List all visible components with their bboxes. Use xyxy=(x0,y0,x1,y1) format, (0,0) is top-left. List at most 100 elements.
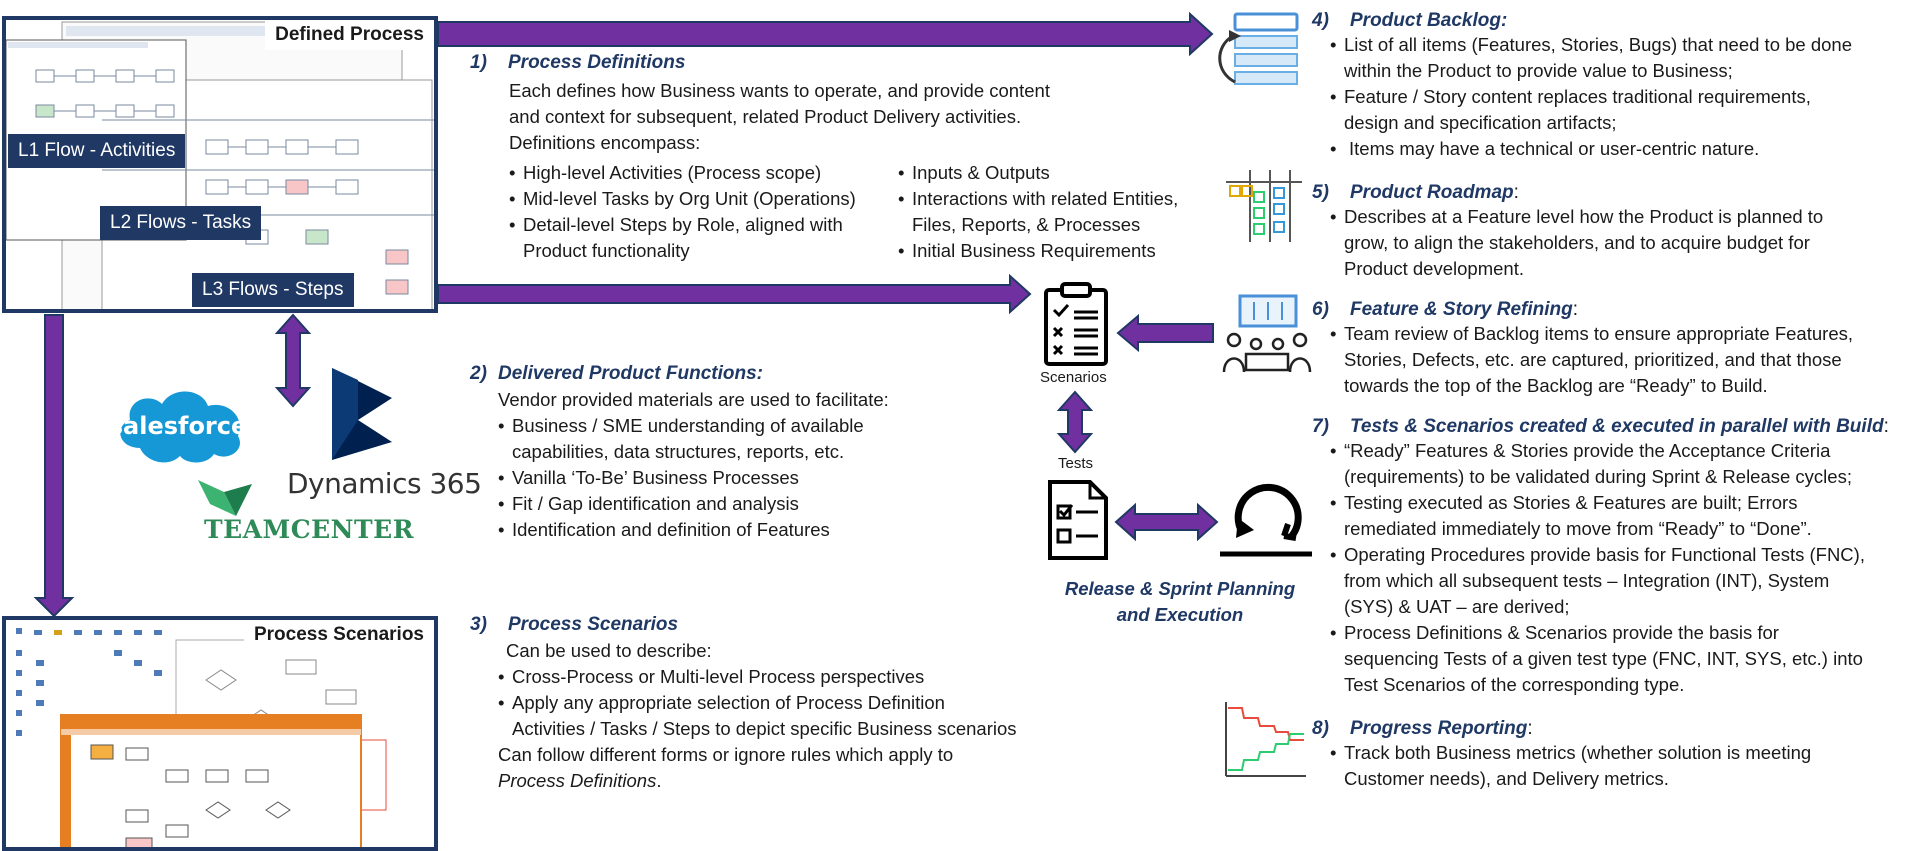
section-3-outro: Can follow different forms or ignore rul… xyxy=(498,744,954,765)
level-l1-label: L1 Flow - Activities xyxy=(8,134,186,168)
section-7-item-cont: (SYS) & UAT – are derived; xyxy=(1344,596,1570,617)
section-1-right-item: Interactions with related Entities, xyxy=(898,186,1218,212)
section-8-item: Track both Business metrics (whether sol… xyxy=(1330,740,1924,766)
tests-label: Tests xyxy=(1058,455,1094,472)
arrow-to-process-scenarios xyxy=(33,314,75,618)
section-product-backlog: 4) Product Backlog: List of all items (Fe… xyxy=(1312,10,1924,162)
defined-process-panel: Defined Process L1 Flow - Activities L2 … xyxy=(2,16,438,313)
section-8-item-cont: Customer needs), and Delivery metrics. xyxy=(1344,768,1669,789)
section-3-number: 3) xyxy=(470,614,487,635)
scenarios-label: Scenarios xyxy=(1040,369,1107,386)
section-8-title: Progress Reporting xyxy=(1350,718,1528,739)
section-2-title: Delivered Product Functions: xyxy=(498,363,763,384)
arrow-process-vendors xyxy=(274,313,312,408)
section-5-number: 5) xyxy=(1312,182,1329,203)
section-progress-reporting: 8) Progress Reporting: Track both Busines… xyxy=(1312,718,1924,792)
section-3-intro: Can be used to describe: xyxy=(506,640,712,661)
section-7-item-cont: remediated immediately to move from “Rea… xyxy=(1344,518,1812,539)
sprint-cycle-icon xyxy=(1220,483,1312,557)
section-3-item-cont: Activities / Tasks / Steps to depict spe… xyxy=(512,718,1017,739)
section-1-left-item: Mid-level Tasks by Org Unit (Operations) xyxy=(509,186,889,212)
section-7-item-cont: Test Scenarios of the corresponding type… xyxy=(1344,674,1685,695)
dynamics-365-logo-mark xyxy=(332,368,392,460)
section-7-number: 7) xyxy=(1312,416,1329,437)
section-1-right-item-cont: Files, Reports, & Processes xyxy=(912,214,1141,235)
section-1-left-item-cont: Product functionality xyxy=(523,240,690,261)
arrow-scenarios-tests xyxy=(1056,390,1094,454)
section-6-number: 6) xyxy=(1312,299,1329,320)
release-planning-line-2: and Execution xyxy=(1116,604,1244,625)
roadmap-board-icon xyxy=(1226,170,1302,242)
section-3-title: Process Scenarios xyxy=(508,614,679,635)
backlog-icon xyxy=(1218,12,1299,85)
section-4-number: 4) xyxy=(1312,10,1329,31)
section-1-title: Process Definitions xyxy=(508,52,686,73)
section-1-intro-line: and context for subsequent, related Prod… xyxy=(509,106,1022,127)
section-5-title: Product Roadmap xyxy=(1350,182,1514,203)
section-1-right-item: Initial Business Requirements xyxy=(898,238,1218,264)
progress-chart-icon xyxy=(1225,702,1306,777)
section-6-suffix: : xyxy=(1572,299,1579,320)
section-7-item: Operating Procedures provide basis for F… xyxy=(1330,542,1924,568)
section-4-title: Product Backlog: xyxy=(1350,10,1508,31)
salesforce-logo: salesforce xyxy=(109,391,248,463)
section-6-item-cont: towards the top of the Backlog are “Read… xyxy=(1344,375,1768,396)
section-1-intro-line: Definitions encompass: xyxy=(509,132,701,153)
section-1-right-item: Inputs & Outputs xyxy=(898,160,1218,186)
section-2-item: Business / SME understanding of availabl… xyxy=(498,413,990,439)
section-3-item: Cross-Process or Multi-level Process per… xyxy=(498,664,1070,690)
section-7-item-cont: (requirements) to be validated during Sp… xyxy=(1344,466,1852,487)
release-planning-label: Release & Sprint Planning and Execution xyxy=(1050,576,1310,628)
section-7-suffix: : xyxy=(1883,416,1889,437)
section-1-intro-line: Each defines how Business wants to opera… xyxy=(509,80,1050,101)
section-5-suffix: : xyxy=(1513,182,1519,203)
section-2-intro: Vendor provided materials are used to fa… xyxy=(498,389,889,410)
level-l3-label: L3 Flows - Steps xyxy=(192,273,354,307)
section-7-item-cont: from which all subsequent tests – Integr… xyxy=(1344,570,1830,591)
section-5-item-cont: Product development. xyxy=(1344,258,1524,279)
section-tests-scenarios: 7) Tests & Scenarios created & executed i… xyxy=(1312,416,1924,698)
section-5-item-cont: grow, to align the stakeholders, and to … xyxy=(1344,232,1810,253)
section-3-outro-italic: Process Definitions xyxy=(498,770,657,791)
section-4-item: Items may have a technical or user-centr… xyxy=(1330,136,1924,162)
arrow-tests-release xyxy=(1114,502,1219,542)
dynamics-365-label: Dynamics 365 xyxy=(287,467,482,500)
section-3-outro-end: . xyxy=(656,770,662,791)
teamcenter-logo-mark xyxy=(198,480,252,516)
tests-checklist-icon xyxy=(1048,480,1108,560)
section-5-item: Describes at a Feature level how the Pro… xyxy=(1330,204,1924,230)
section-2-item: Fit / Gap identification and analysis xyxy=(498,491,990,517)
section-8-suffix: : xyxy=(1527,718,1533,739)
defined-process-title: Defined Process xyxy=(265,20,434,50)
process-scenarios-title: Process Scenarios xyxy=(243,620,434,650)
section-3-item: Apply any appropriate selection of Proce… xyxy=(498,690,1070,716)
section-6-title: Feature & Story Refining xyxy=(1350,299,1573,320)
section-1-left-item: High-level Activities (Process scope) xyxy=(509,160,889,186)
salesforce-logo-text: salesforce xyxy=(109,412,248,440)
scenarios-clipboard-icon xyxy=(1044,282,1108,366)
section-7-title: Tests & Scenarios created & executed in … xyxy=(1350,416,1884,437)
section-process-definitions: 1) Process Definitions Each defines how B… xyxy=(470,52,1210,270)
level-l2-label: L2 Flows - Tasks xyxy=(100,206,262,240)
section-7-item-cont: sequencing Tests of a given test type (F… xyxy=(1344,648,1863,669)
section-7-item: Process Definitions & Scenarios provide … xyxy=(1330,620,1924,646)
release-planning-line-1: Release & Sprint Planning xyxy=(1064,578,1296,599)
section-2-item: Identification and definition of Feature… xyxy=(498,517,990,543)
section-8-number: 8) xyxy=(1312,718,1329,739)
section-1-left-item: Detail-level Steps by Role, aligned with xyxy=(509,212,889,238)
section-2-item: Vanilla ‘To-Be’ Business Processes xyxy=(498,465,990,491)
arrow-to-scenarios xyxy=(437,273,1032,315)
section-4-item: List of all items (Features, Stories, Bu… xyxy=(1330,32,1924,58)
process-scenarios-panel: Process Scenarios xyxy=(2,616,438,851)
section-delivered-product-functions: 2)Delivered Product Functions: Vendor pr… xyxy=(470,363,990,543)
section-6-item: Team review of Backlog items to ensure a… xyxy=(1330,321,1924,347)
teamcenter-label: TEAMCENTER xyxy=(204,515,414,544)
scenario-flow-thumbnails xyxy=(16,628,434,847)
section-1-number: 1) xyxy=(470,52,487,73)
section-7-item: Testing executed as Stories & Features a… xyxy=(1330,490,1924,516)
section-product-roadmap: 5) Product Roadmap: Describes at a Featur… xyxy=(1312,182,1924,282)
section-process-scenarios: 3) Process Scenarios Can be used to descr… xyxy=(470,614,1070,794)
section-6-item-cont: Stories, Defects, etc. are captured, pri… xyxy=(1344,349,1842,370)
section-4-item: Feature / Story content replaces traditi… xyxy=(1330,84,1924,110)
